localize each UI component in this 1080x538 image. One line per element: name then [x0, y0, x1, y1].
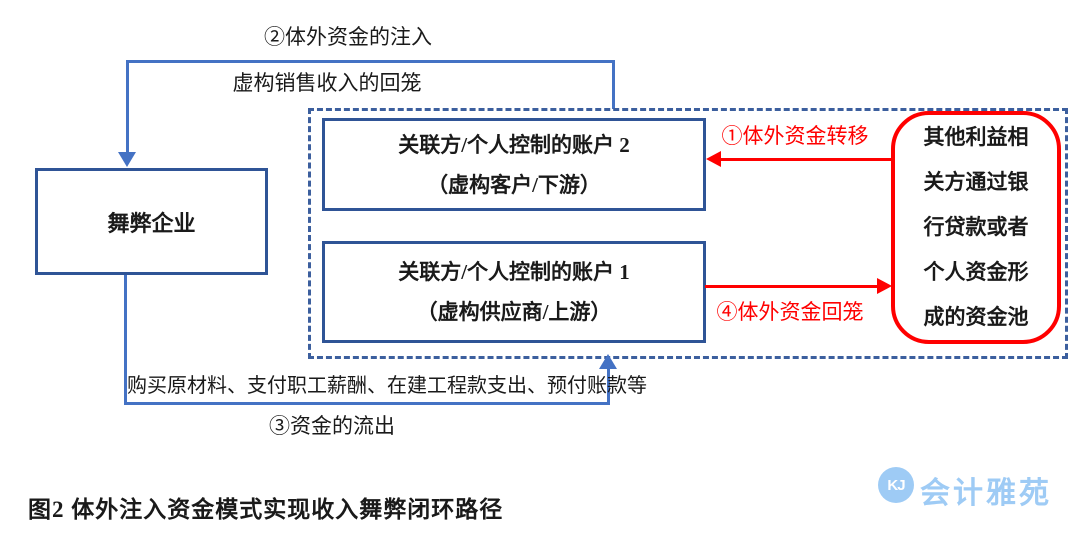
fund-pool-line: 关方通过银: [923, 170, 1029, 194]
fund-pool-line: 行贷款或者: [923, 215, 1029, 239]
step4-return-label: ④体外资金回笼: [716, 300, 864, 324]
fictitious-sales-return-label: 虚构销售收入的回笼: [232, 71, 422, 95]
fraud-company-label: 舞弊企业: [107, 210, 196, 236]
bottom-flow-line-left: [124, 275, 127, 405]
arrow-up-icon: [599, 354, 617, 369]
arrow-right-icon: [877, 278, 892, 294]
return-arrow-line: [705, 285, 878, 288]
top-flow-line-horizontal: [126, 60, 615, 63]
step1-transfer-label: ①体外资金转移: [721, 124, 869, 148]
transfer-arrow-line: [710, 158, 893, 161]
figure-caption: 图2 体外注入资金模式实现收入舞弊闭环路径: [28, 497, 504, 522]
fund-pool-line: 个人资金形: [923, 260, 1029, 284]
arrow-down-icon: [118, 152, 136, 167]
top-flow-line-left: [126, 60, 129, 154]
brand-logo-icon: KJ: [878, 467, 914, 503]
account2-subtitle: （虚构客户/下游）: [427, 172, 601, 197]
account2-box: 关联方/个人控制的账户 2 （虚构客户/下游）: [322, 118, 706, 211]
expense-label: 购买原材料、支付职工薪酬、在建工程款支出、预付账款等: [127, 375, 647, 397]
brand-name: 会计雅苑: [920, 477, 1052, 510]
fraud-company-box: 舞弊企业: [35, 168, 268, 275]
bottom-flow-line-right: [607, 369, 610, 405]
fund-pool-line: 其他利益相: [923, 125, 1029, 149]
step2-injection-label: ②体外资金的注入: [264, 25, 432, 49]
account1-box: 关联方/个人控制的账户 1 （虚构供应商/上游）: [322, 241, 706, 343]
top-flow-line-right: [612, 60, 615, 109]
account1-title: 关联方/个人控制的账户 1: [398, 260, 630, 284]
account1-subtitle: （虚构供应商/上游）: [416, 300, 612, 324]
controlled-accounts-dashed-container: [308, 108, 1068, 359]
bottom-flow-line-horizontal: [124, 402, 610, 405]
account2-title: 关联方/个人控制的账户 2: [398, 132, 630, 157]
fund-pool-line: 成的资金池: [923, 305, 1029, 329]
step3-outflow-label: ③资金的流出: [269, 414, 395, 438]
arrow-left-icon: [706, 151, 721, 167]
brand-monogram: KJ: [887, 476, 905, 494]
fund-pool-box: 其他利益相 关方通过银 行贷款或者 个人资金形 成的资金池: [891, 111, 1061, 344]
